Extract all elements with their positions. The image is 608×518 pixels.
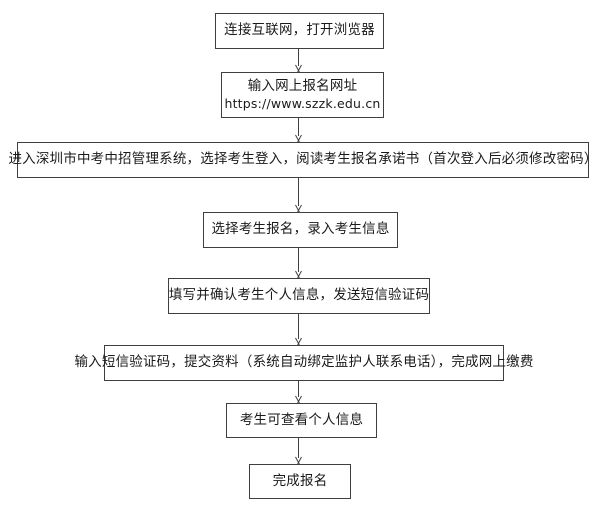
arrow-stem xyxy=(298,178,299,206)
flow-node-step-4: 选择考生报名，录入考生信息 xyxy=(203,212,398,248)
arrow-head xyxy=(294,396,303,403)
arrow-down-icon-5 xyxy=(292,314,305,345)
arrow-stem xyxy=(298,381,299,397)
flow-node-step-6-label: 输入短信验证码，提交资料（系统自动绑定监护人联系电话），完成网上缴费 xyxy=(74,354,534,371)
arrow-head xyxy=(294,135,303,142)
arrow-down-icon-2 xyxy=(292,118,305,142)
flow-node-step-7: 考生可查看个人信息 xyxy=(226,403,377,438)
flow-node-step-5: 填写并确认考生个人信息，发送短信验证码 xyxy=(168,278,430,314)
arrow-down-icon-4 xyxy=(292,248,305,278)
flow-node-step-8: 完成报名 xyxy=(249,464,351,499)
arrow-stem xyxy=(298,248,299,272)
flow-node-step-1: 连接互联网，打开浏览器 xyxy=(215,13,384,49)
arrow-head xyxy=(294,205,303,212)
flow-node-step-3-label: 进入深圳市中考中招管理系统，选择考生登入，阅读考生报名承诺书（首次登入后必须修改… xyxy=(8,151,598,168)
arrow-down-icon-1 xyxy=(292,49,305,72)
arrow-stem xyxy=(298,49,299,66)
flow-node-step-2-url: https://www.szzk.edu.cn xyxy=(224,95,381,111)
flow-node-step-7-label: 考生可查看个人信息 xyxy=(239,411,364,428)
flow-node-step-2-label: 输入网上报名网址 xyxy=(247,77,358,94)
arrow-down-icon-6 xyxy=(292,381,305,403)
arrow-head xyxy=(294,271,303,278)
flow-node-step-3: 进入深圳市中考中招管理系统，选择考生登入，阅读考生报名承诺书（首次登入后必须修改… xyxy=(8,142,597,178)
flow-node-step-8-label: 完成报名 xyxy=(272,472,328,489)
flow-node-step-1-label: 连接互联网，打开浏览器 xyxy=(224,22,375,39)
flow-node-step-6: 输入短信验证码，提交资料（系统自动绑定监护人联系电话），完成网上缴费 xyxy=(74,345,533,381)
flow-node-step-5-label: 填写并确认考生个人信息，发送短信验证码 xyxy=(168,287,430,304)
arrow-stem xyxy=(298,314,299,339)
arrow-down-icon-7 xyxy=(292,438,305,464)
arrow-stem xyxy=(298,118,299,136)
arrow-head xyxy=(294,338,303,345)
arrow-stem xyxy=(298,438,299,458)
arrow-down-icon-3 xyxy=(292,178,305,212)
arrow-head xyxy=(294,65,303,72)
flow-node-step-2: 输入网上报名网址 https://www.szzk.edu.cn xyxy=(221,72,384,118)
arrow-head xyxy=(294,457,303,464)
flow-node-step-4-label: 选择考生报名，录入考生信息 xyxy=(211,221,390,238)
